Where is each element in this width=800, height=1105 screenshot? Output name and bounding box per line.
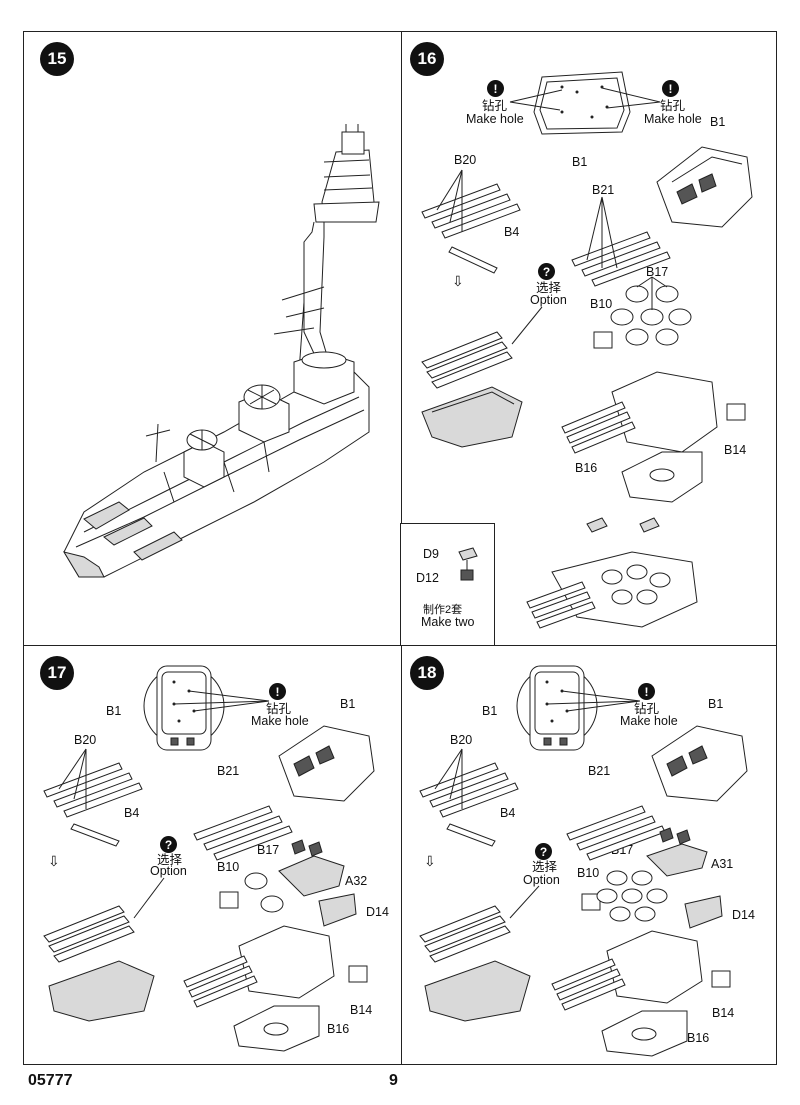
page-number: 9 (389, 1072, 398, 1089)
part-label-b21: B21 (217, 764, 240, 778)
part-label-b10: B10 (590, 297, 613, 311)
step-number-badge: 17 (40, 656, 74, 690)
sub-assembly-inset: D9 D12 制作2套 Make two (400, 523, 495, 647)
question-icon: ? (538, 263, 555, 280)
drill-label-cn: 钻孔 (660, 99, 686, 113)
part-label-b14: B14 (712, 1006, 735, 1020)
step-18-panel: 18 ! 钻孔 Make hole B1 B1 B20 B4 B21 B17 B… (401, 645, 777, 1065)
option-label-cn: 选择 (532, 860, 558, 874)
drill-label-cn: 钻孔 (634, 702, 660, 716)
part-label-b16: B16 (327, 1022, 350, 1036)
turret-assembly-drawing (421, 71, 753, 629)
step-number-badge: 18 (410, 656, 444, 690)
part-label-b14: B14 (724, 443, 747, 457)
battleship-assembly-drawing (62, 124, 380, 578)
part-label-b1: B1 (106, 704, 122, 718)
part-label-b14: B14 (350, 1003, 373, 1017)
drill-label-en: Make hole (251, 714, 309, 728)
sub-part-drawing (458, 547, 478, 581)
product-code: 05777 (28, 1072, 73, 1089)
part-label-b10: B10 (577, 866, 600, 880)
turret-assembly-drawing (43, 665, 375, 1052)
step-number-badge: 15 (40, 42, 74, 76)
make-two-label-cn: 制作2套 (423, 604, 463, 616)
step-15-panel: 15 (23, 31, 403, 647)
drill-label-cn: 钻孔 (482, 99, 508, 113)
part-label-b4: B4 (504, 225, 520, 239)
part-label-b17: B17 (646, 265, 669, 279)
part-label-b1: B1 (572, 155, 588, 169)
down-arrow-icon: ⇩ (452, 273, 464, 289)
drill-icon: ! (662, 80, 679, 97)
down-arrow-icon: ⇩ (48, 853, 60, 869)
part-label-b21: B21 (588, 764, 611, 778)
drill-icon: ! (269, 683, 286, 700)
step-number-badge: 16 (410, 42, 444, 76)
question-icon: ? (160, 836, 177, 853)
option-label-en: Option (523, 873, 560, 887)
option-label-en: Option (530, 293, 567, 307)
part-label-d12: D12 (416, 571, 439, 585)
option-label-cn: 选择 (157, 853, 183, 867)
drill-label-en: Make hole (466, 112, 524, 126)
turret-assembly-drawing (419, 665, 748, 1057)
part-label-d9: D9 (423, 547, 439, 561)
part-label-b4: B4 (500, 806, 516, 820)
part-label-b20: B20 (74, 733, 97, 747)
part-label-a31: A31 (711, 857, 734, 871)
part-label-b16: B16 (687, 1031, 710, 1045)
part-label-b20: B20 (454, 153, 477, 167)
question-icon: ? (535, 843, 552, 860)
part-label-b1: B1 (708, 697, 724, 711)
down-arrow-icon: ⇩ (424, 853, 436, 869)
part-label-b10: B10 (217, 860, 240, 874)
part-label-b4: B4 (124, 806, 140, 820)
drill-icon: ! (487, 80, 504, 97)
part-label-d14: D14 (366, 905, 389, 919)
part-label-b1: B1 (340, 697, 356, 711)
part-label-b21: B21 (592, 183, 615, 197)
part-label-b20: B20 (450, 733, 473, 747)
drill-label-en: Make hole (644, 112, 702, 126)
option-label-cn: 选择 (536, 281, 562, 295)
part-label-b1: B1 (710, 115, 726, 129)
drill-label-cn: 钻孔 (266, 702, 292, 716)
part-label-a32: A32 (345, 874, 368, 888)
part-label-b1: B1 (482, 704, 498, 718)
part-label-b16: B16 (575, 461, 598, 475)
step-17-panel: 17 ! 钻孔 Make hole B1 B1 B20 B4 B21 B17 B… (23, 645, 403, 1065)
option-label-en: Option (150, 864, 187, 878)
make-two-label-en: Make two (421, 615, 475, 629)
part-label-d14: D14 (732, 908, 755, 922)
drill-icon: ! (638, 683, 655, 700)
drill-label-en: Make hole (620, 714, 678, 728)
part-label-b17: B17 (257, 843, 280, 857)
